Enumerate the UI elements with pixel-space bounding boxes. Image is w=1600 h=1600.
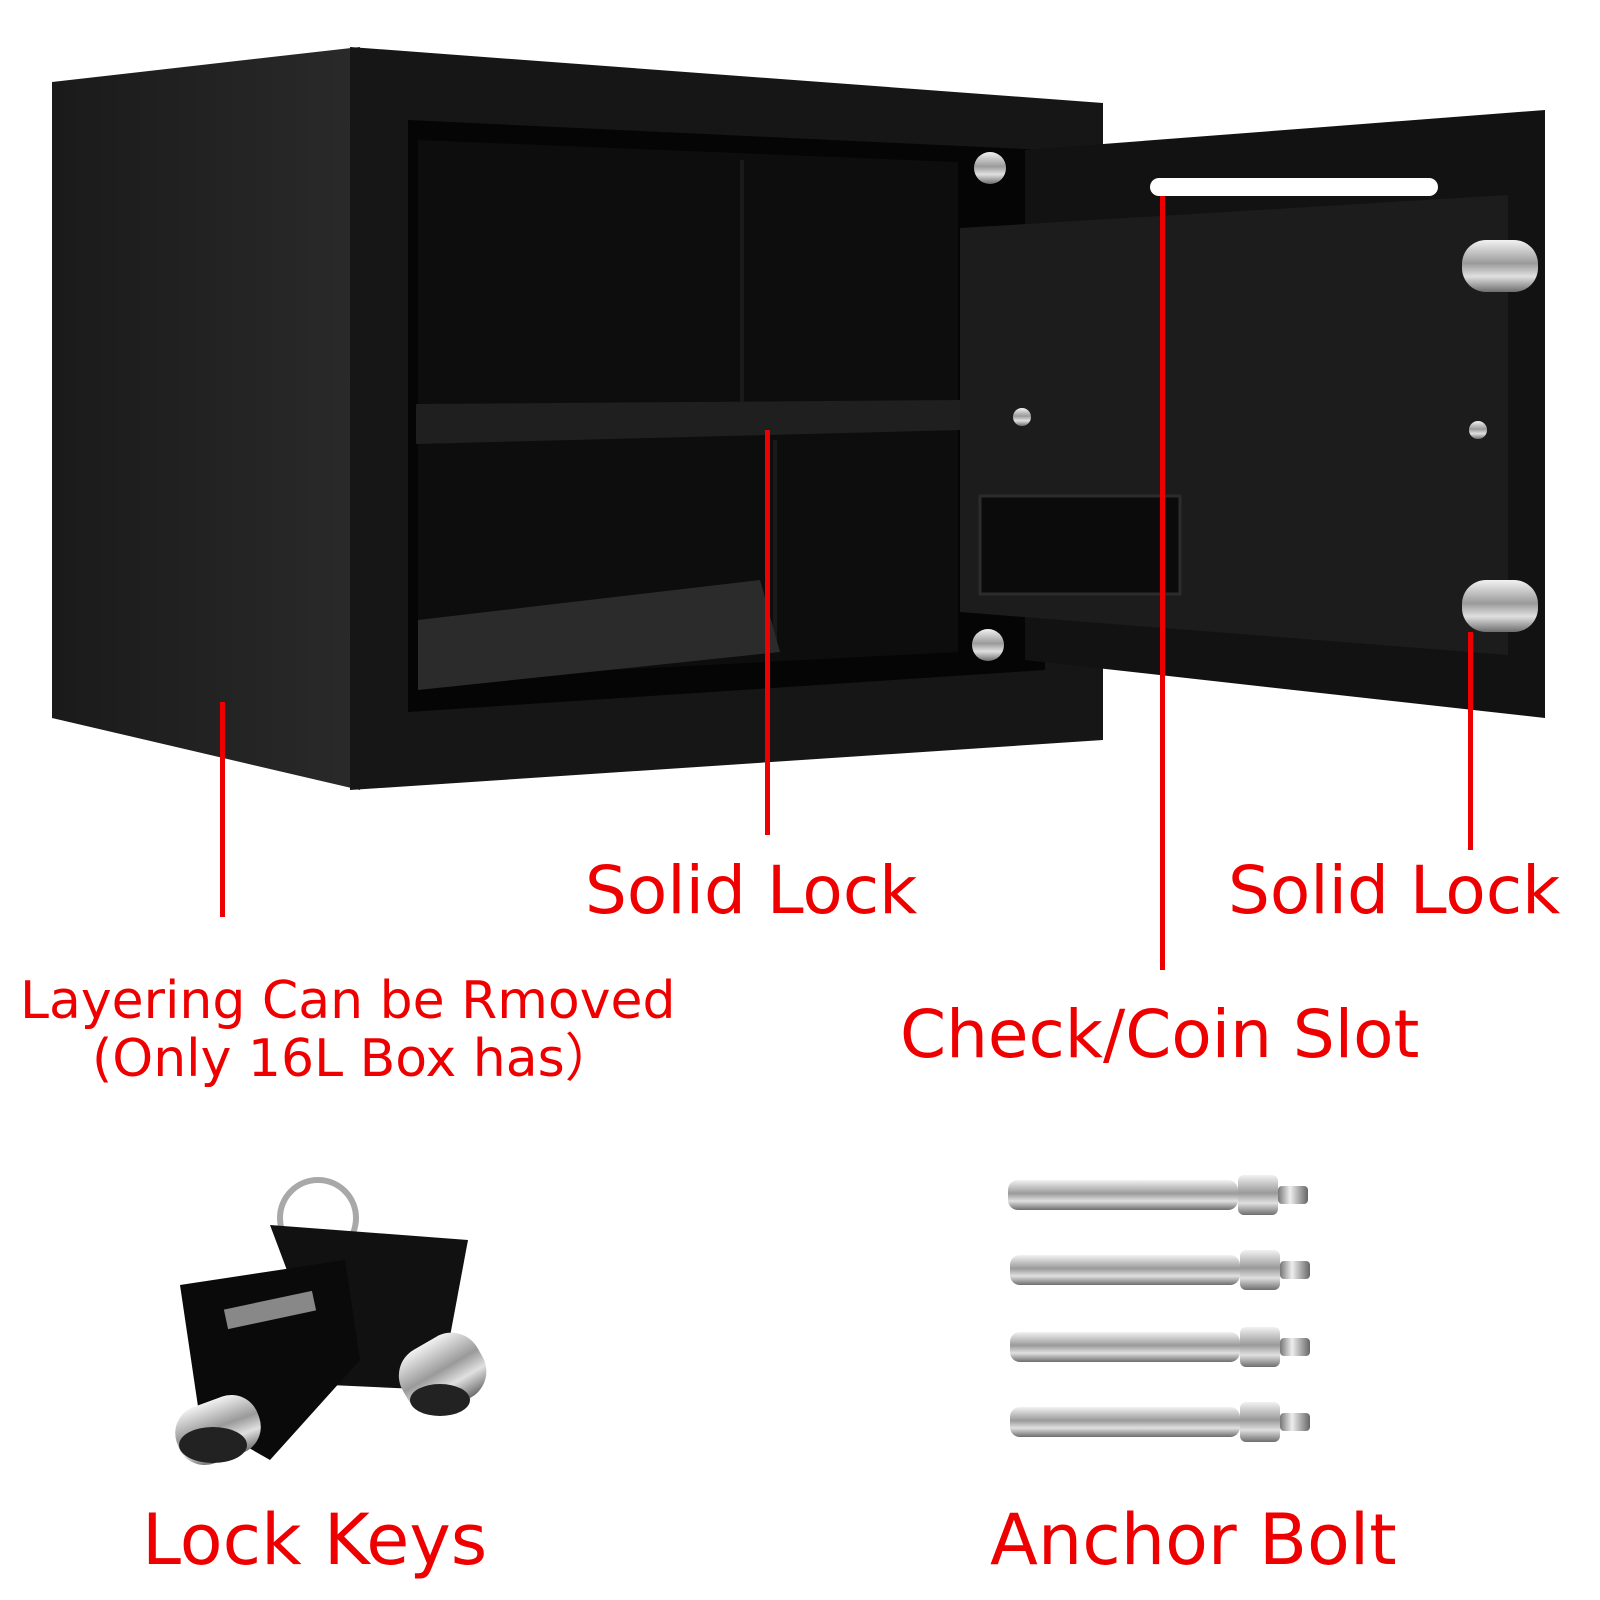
screw-icon: [1013, 408, 1031, 426]
safe-shelf: [416, 400, 962, 444]
safe-side-panel: [52, 47, 360, 790]
solid-lock-bolt-label: Solid Lock: [1228, 852, 1561, 929]
layering-label-line2: (Only 16L Box has）: [92, 1029, 617, 1089]
lock-keys-image: [175, 1177, 487, 1466]
key-label-plate: [223, 1290, 317, 1330]
anchor-bolt-4: [1010, 1402, 1310, 1442]
screw-icon-2: [1469, 421, 1487, 439]
safe-door: [960, 110, 1545, 718]
anchor-bolt-3: [1010, 1327, 1310, 1367]
hinge-bottom-icon: [972, 629, 1004, 661]
coin-slot-icon: [1150, 178, 1438, 196]
key-barrel-end-2: [410, 1384, 470, 1416]
anchor-bolt-1: [1008, 1175, 1308, 1215]
callout-layering-line: [220, 702, 225, 917]
solid-lock-shelf-label: Solid Lock: [585, 852, 918, 929]
safe-body: [52, 47, 1103, 790]
anchor-bolts-image: [1008, 1175, 1310, 1442]
callout-bolt-line: [1468, 632, 1473, 850]
check-coin-slot-label: Check/Coin Slot: [900, 996, 1420, 1073]
anchor-bolt-2: [1010, 1250, 1310, 1290]
battery-box: [978, 494, 1182, 596]
lock-bolt-top-icon: [1462, 240, 1538, 292]
lock-bolt-bottom-icon: [1462, 580, 1538, 632]
callout-slot-line: [1160, 196, 1165, 970]
anchor-bolt-label: Anchor Bolt: [990, 1499, 1397, 1581]
lock-keys-label: Lock Keys: [142, 1499, 488, 1581]
safe-carpet: [418, 580, 780, 690]
hinge-top-icon: [974, 152, 1006, 184]
callout-shelf-line: [765, 430, 770, 835]
key-barrel-end: [179, 1427, 247, 1463]
layering-label-line1: Layering Can be Rmoved: [20, 971, 676, 1031]
